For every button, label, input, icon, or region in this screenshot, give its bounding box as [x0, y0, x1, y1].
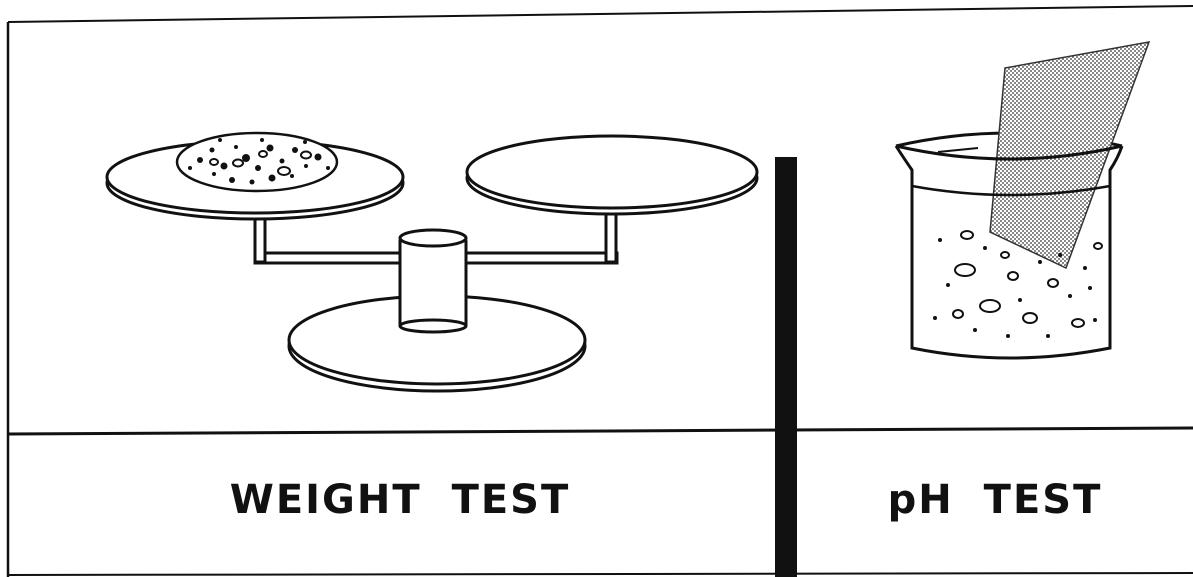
scale-column: [398, 236, 468, 330]
frame-divider-horizontal: [7, 426, 1193, 436]
beaker-rim-front: [895, 144, 1123, 161]
scale-left-post: [253, 212, 267, 264]
ph-test-caption: pH TEST: [887, 477, 1103, 523]
right-pan: [465, 134, 759, 210]
beaker-illustration: [894, 41, 1151, 360]
sample-bubbles: [209, 150, 312, 176]
balance-scale-illustration: [105, 131, 759, 393]
sample-particles: [188, 138, 330, 185]
frame-bottom-line: [7, 572, 1193, 576]
scale-column-top: [398, 228, 468, 248]
frame: [6, 5, 1193, 577]
liquid-particles: [933, 238, 1097, 338]
beaker-spout-mark: [937, 147, 979, 153]
frame-top-line: [7, 5, 1193, 23]
liquid-surface: [911, 184, 1111, 197]
weight-test-caption: WEIGHT TEST: [229, 477, 571, 523]
liquid-bubbles: [952, 230, 1103, 328]
beaker-body: [894, 145, 1124, 360]
sample-dish: [175, 131, 339, 193]
scale-right-post: [604, 212, 618, 264]
frame-divider-vertical: [775, 157, 797, 577]
scale-column-bottom: [398, 318, 468, 334]
